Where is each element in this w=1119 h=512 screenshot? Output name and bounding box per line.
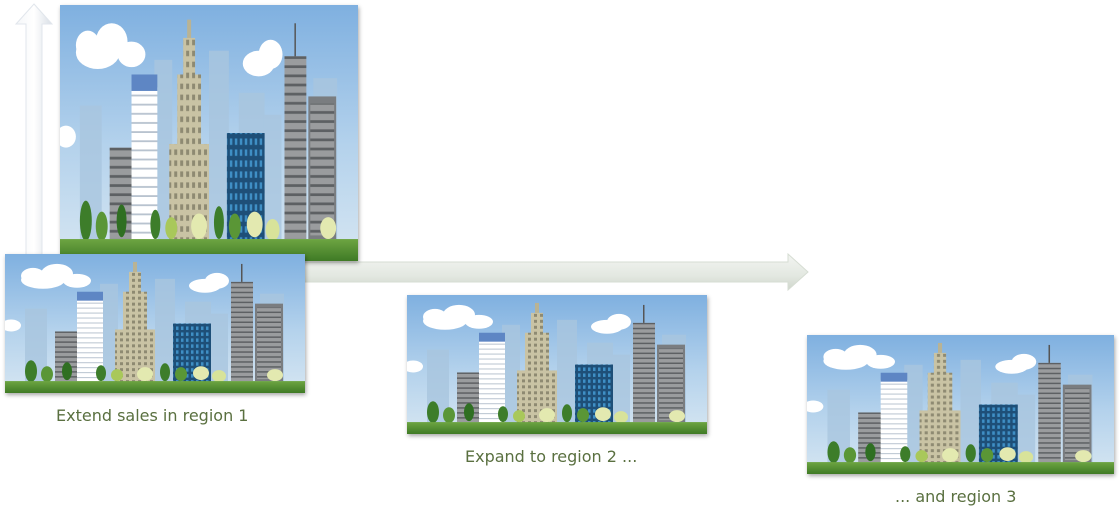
caption-region-2: Expand to region 2 ... bbox=[465, 447, 638, 466]
vertical-growth-arrow bbox=[14, 3, 54, 258]
horizontal-expansion-arrow bbox=[300, 252, 809, 292]
caption-region-3: ... and region 3 bbox=[895, 487, 1017, 506]
city-image-region-1 bbox=[5, 254, 305, 393]
city-image-region-1-large bbox=[60, 5, 358, 261]
city-image-region-2 bbox=[407, 295, 707, 434]
city-image-region-3 bbox=[807, 335, 1114, 474]
caption-region-1: Extend sales in region 1 bbox=[56, 406, 249, 425]
